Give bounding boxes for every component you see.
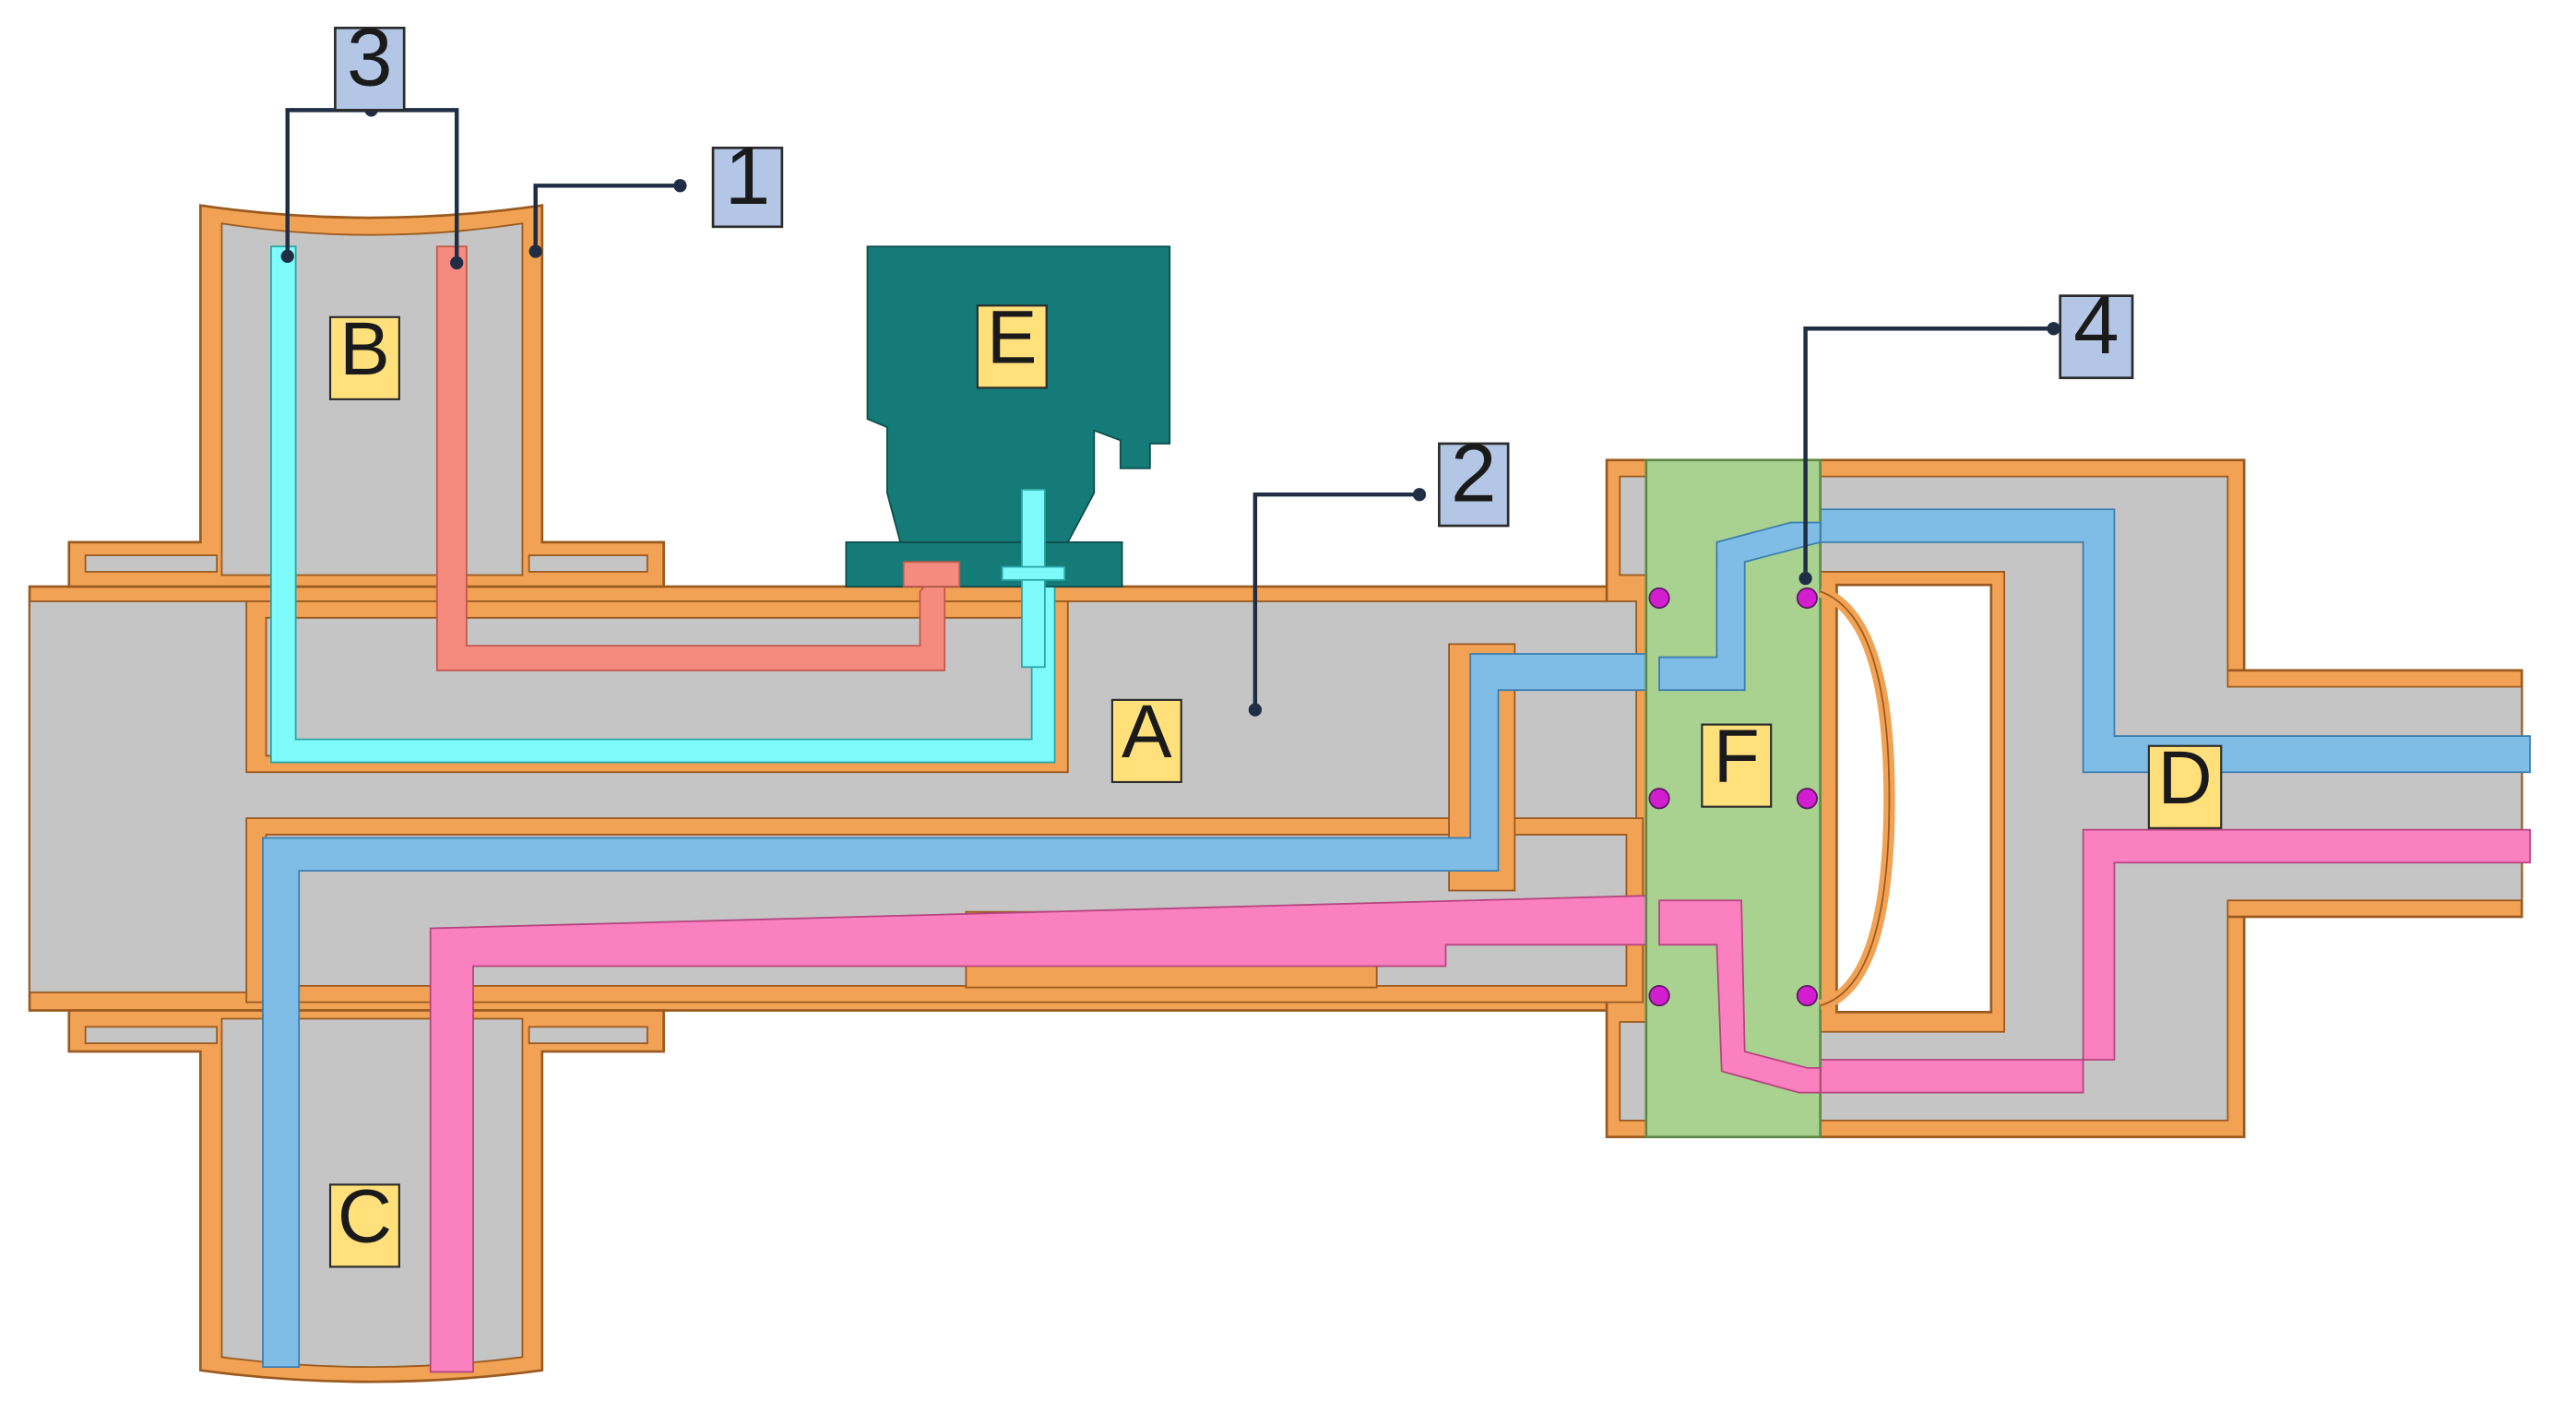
actuator-red-stem — [902, 561, 961, 588]
zone-a: A — [1110, 690, 1182, 784]
seal-ring — [1648, 788, 1670, 810]
zone-d-label: D — [2157, 736, 2212, 820]
zone-c-label: C — [338, 1175, 392, 1259]
leader-dot — [528, 244, 542, 258]
zone-f-label: F — [1714, 715, 1760, 799]
leader-dot — [1248, 703, 1262, 717]
zone-e-label: E — [987, 296, 1038, 380]
zone-b: B — [328, 307, 400, 400]
seal-ring — [1648, 587, 1670, 610]
bypass-loop-outline — [1820, 590, 1891, 1007]
callout-3-label: 3 — [347, 11, 393, 103]
valve-housing-left-gap-top — [1619, 475, 1647, 576]
valve-housing-left-gap-bottom — [1619, 1021, 1647, 1122]
leader-4 — [1803, 327, 2054, 579]
leader-dots — [280, 103, 2060, 717]
leader-1 — [533, 184, 681, 252]
zone-e: E — [976, 296, 1048, 389]
leader-dot — [1412, 488, 1427, 502]
leader-dot — [280, 249, 294, 264]
seal-ring — [1648, 984, 1670, 1007]
branch-b-flange-right — [528, 554, 648, 573]
callout-4-label: 4 — [2073, 279, 2119, 371]
pink-line-outlet — [1819, 828, 2532, 1094]
leader-2 — [1252, 492, 1419, 710]
callout-2: 2 — [1438, 426, 1510, 528]
leader-dot — [673, 179, 687, 193]
valve-pink-passage — [1658, 899, 1822, 1094]
branch-c-flange-right — [528, 1026, 648, 1045]
seal-ring — [1796, 984, 1818, 1007]
callout-1-label: 1 — [725, 129, 771, 221]
zone-f: F — [1701, 715, 1773, 808]
leader-dot — [1798, 571, 1812, 586]
pink-line-main — [429, 894, 1657, 1373]
actuator-body — [866, 245, 1171, 543]
fluid-lines — [262, 245, 2532, 1373]
callout-2-label: 2 — [1451, 426, 1497, 518]
leader-dot — [2047, 322, 2060, 336]
valve-cavity — [1835, 583, 1993, 1014]
zone-a-label: A — [1122, 690, 1172, 774]
callout-1: 1 — [711, 129, 784, 229]
branch-c-flange-left — [84, 1026, 219, 1045]
actuator — [845, 245, 1171, 669]
zone-c: C — [328, 1175, 400, 1268]
actuator-cyan-cross — [1001, 565, 1066, 581]
seal-ring — [1796, 587, 1818, 610]
branch-b-flange-left — [84, 554, 219, 573]
zone-b-label: B — [339, 307, 390, 391]
callout-3: 3 — [334, 11, 406, 112]
valve-blue-passage — [1658, 521, 1822, 692]
callout-4: 4 — [2059, 279, 2134, 380]
zone-d: D — [2147, 736, 2223, 829]
seal-ring — [1796, 788, 1818, 810]
actuator-base — [845, 540, 1123, 588]
leader-dot — [450, 255, 464, 270]
blue-line-outlet — [1819, 508, 2532, 774]
